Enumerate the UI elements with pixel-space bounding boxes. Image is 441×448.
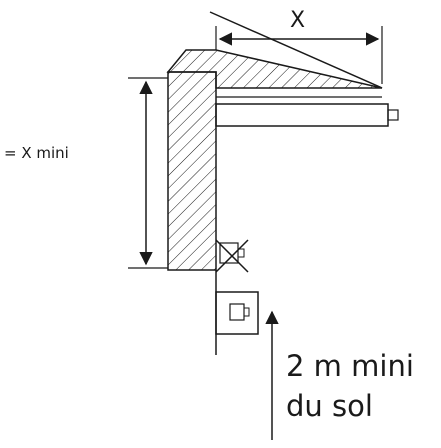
ground-clearance-label: 2 m mini du sol: [286, 352, 414, 421]
detector-rod: [215, 103, 389, 127]
device-box: [215, 291, 259, 335]
device-inner-tip: [243, 307, 250, 317]
ground-clearance-line2: du sol: [286, 389, 373, 423]
ground-clearance-line1: 2 m mini: [286, 349, 414, 383]
x-dimension-label: X: [290, 8, 306, 33]
detector-tip: [387, 109, 399, 121]
device-inner: [229, 303, 245, 321]
height-dimension-label: = X mini: [4, 144, 69, 162]
wall-section: [167, 71, 217, 271]
overhang-top-line: [209, 11, 383, 89]
cross-line-2: [215, 239, 249, 273]
forbidden-device-tip: [237, 248, 245, 258]
